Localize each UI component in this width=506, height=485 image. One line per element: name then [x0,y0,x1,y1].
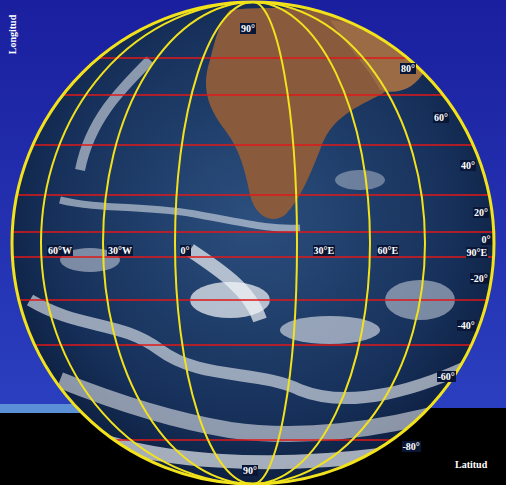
degree-label: 40° [460,160,476,171]
earth-surface [30,8,480,462]
axis-title: Longitud [7,13,18,54]
degree-label: 90° [240,23,256,34]
degree-label: 60°W [47,245,73,256]
degree-label: -20° [470,273,489,284]
degree-label: 30°E [313,245,336,256]
degree-label: -60° [437,371,456,382]
parallel-lines [0,58,506,440]
degree-label: 60° [433,112,449,123]
degree-label: 30°W [107,245,133,256]
axis-title: Latitud [454,459,488,470]
degree-label: 90° [242,465,258,476]
degree-label: -80° [402,441,421,452]
degree-label: -40° [457,320,476,331]
degree-label: 0° [180,245,191,256]
earth-disc [12,2,494,484]
degree-label: 90°E [466,247,489,258]
arabia-land [330,20,425,92]
globe-outline [12,2,494,484]
degree-label: 20° [473,207,489,218]
degree-label: 60°E [377,245,400,256]
degree-label: 80° [400,63,416,74]
degree-label: 0° [481,234,492,245]
meridian-lines [41,2,425,484]
